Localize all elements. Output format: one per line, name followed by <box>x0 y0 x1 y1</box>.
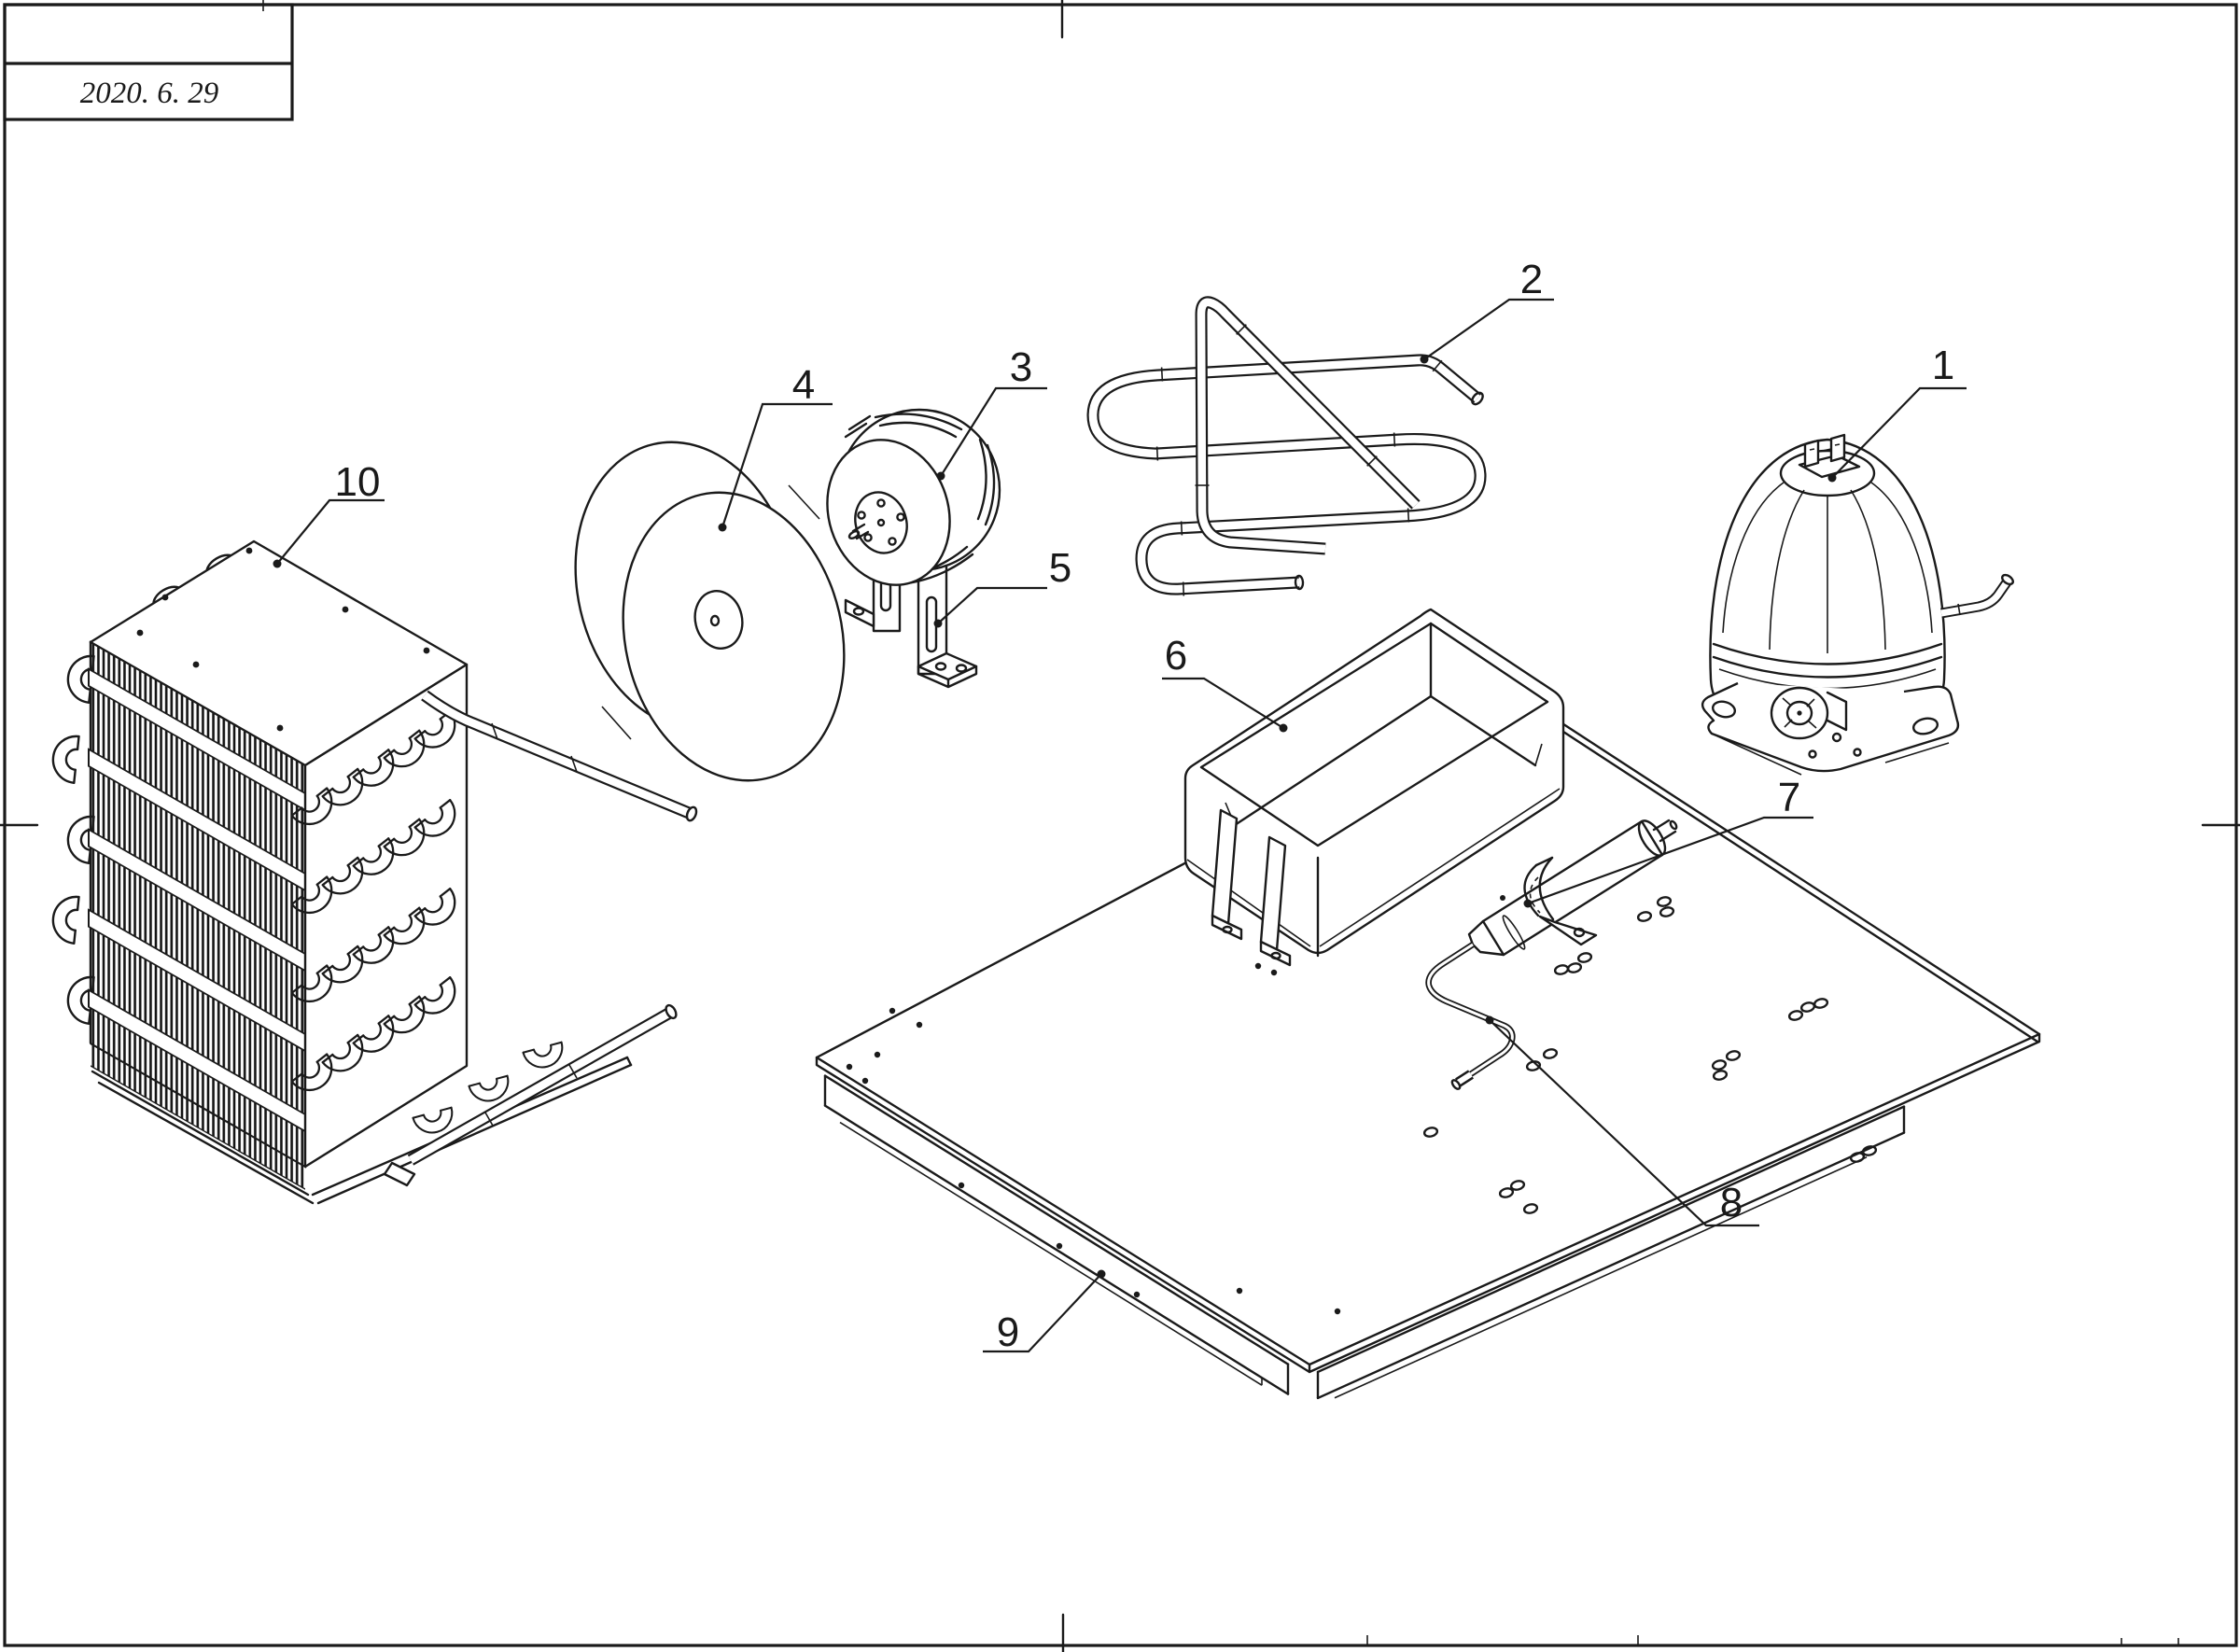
part-3-fan-motor <box>826 408 1001 586</box>
compressor-base-plate <box>1701 681 1960 776</box>
title-block-date: 2020. 6. 29 <box>80 77 219 110</box>
base-plate-front-flange <box>823 1074 1290 1395</box>
tube-joint-marks <box>1155 324 1443 596</box>
base-plate-holes <box>846 896 1878 1315</box>
compressor-terminal-clip <box>1798 433 1861 479</box>
tube-open-end <box>1294 574 1305 591</box>
condenser-outlet-tube <box>407 1003 678 1166</box>
condenser-u-bends-left <box>49 652 95 1025</box>
callout-7: 7 <box>1778 775 1800 820</box>
callout-8: 8 <box>1720 1180 1743 1225</box>
condenser-fin-face <box>88 640 308 1190</box>
motor-screws <box>857 498 905 546</box>
callout-5: 5 <box>1049 545 1071 591</box>
motor-shaft <box>847 530 861 539</box>
base-plate-right-flange <box>1316 1105 1906 1400</box>
callout-6: 6 <box>1165 633 1187 679</box>
callout-labels: 1 2 3 4 5 6 7 8 9 10 <box>335 257 1955 1355</box>
part-8-capillary-tube <box>1425 942 1516 1090</box>
condenser-foot <box>383 1161 416 1187</box>
callout-10: 10 <box>335 459 381 505</box>
callout-9: 9 <box>997 1309 1019 1355</box>
drier-outlet-nub <box>1652 819 1678 843</box>
callout-leaders <box>273 298 1967 1353</box>
part-1-compressor <box>1701 433 2014 776</box>
pan-brackets <box>1211 808 1292 967</box>
callout-4: 4 <box>792 362 815 408</box>
tube-open-end <box>1471 391 1484 406</box>
callout-2: 2 <box>1520 257 1543 302</box>
callout-3: 3 <box>1010 344 1032 390</box>
capillary-open-end <box>1450 1079 1462 1090</box>
compressor-discharge-tube <box>1940 573 2014 619</box>
callout-1: 1 <box>1932 343 1954 388</box>
condenser-screw-dots <box>136 547 430 732</box>
part-10-condenser-coil <box>49 539 698 1205</box>
title-block: 2020. 6. 29 <box>3 3 294 121</box>
drier-clamp <box>1500 856 1598 946</box>
part-2-condenser-tube <box>1086 296 1487 596</box>
condenser-inlet-tube <box>421 690 698 822</box>
fan-blade-front-face <box>622 491 846 782</box>
compressor-pump-detail <box>1770 686 1848 743</box>
fan-hub <box>693 590 744 650</box>
part-6-drain-pan <box>1183 608 1565 967</box>
part-4-fan-blade <box>574 441 846 782</box>
